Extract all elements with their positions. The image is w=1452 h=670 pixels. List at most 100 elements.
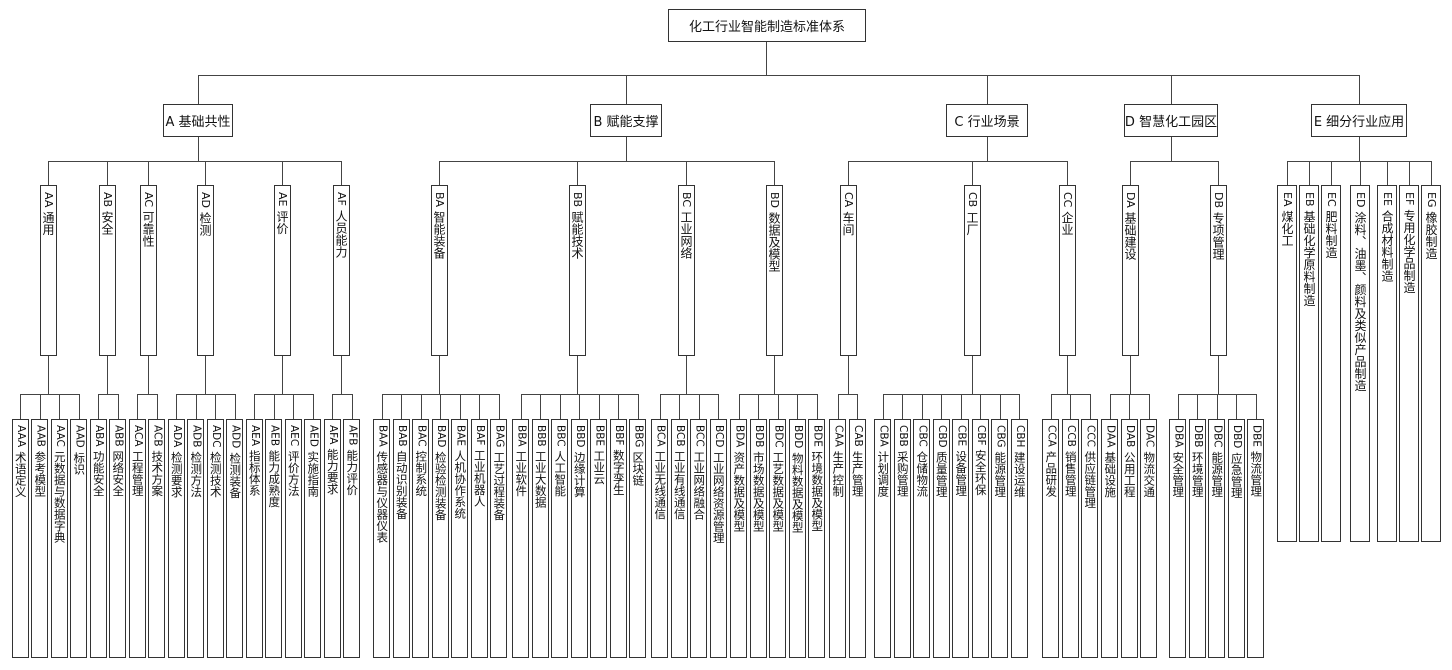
level2-stem	[1359, 137, 1360, 161]
leaf-node-adc: ADC检测技术	[206, 419, 224, 658]
leaf-node-add-code: ADD	[229, 425, 242, 449]
leaf-node-bcd-title: 工业网络资源管理	[711, 451, 726, 544]
leaf-connector	[479, 394, 480, 419]
subcategory-node-ea: EA煤化工	[1277, 185, 1297, 542]
leaf-node-adc-title: 检测技术	[208, 451, 223, 498]
leaf-node-bad-title: 检验检测装备	[433, 451, 448, 521]
leaf-node-cbh: CBH建设运维	[1010, 419, 1028, 658]
leaf-node-aaa-code: AAA	[14, 425, 27, 448]
leaf-node-afb: AFB能力评价	[343, 419, 360, 658]
leaf-node-abb-title: 网络安全	[111, 450, 126, 497]
leaf-node-adb-text: ADB检测方法	[189, 420, 203, 657]
category-node-b-label: B 赋能支撑	[593, 115, 659, 130]
level2-connector	[1218, 161, 1219, 185]
leaf-connector	[254, 394, 255, 419]
leaf-node-dbb-code: DBB	[1191, 425, 1204, 448]
leaf-node-bbb-text: BBB工业大数据	[534, 420, 548, 657]
leaf-node-afb-code: AFB	[346, 425, 359, 446]
leaf-node-baa-code: BAA	[376, 425, 389, 447]
leaf-node-cbf-code: CBF	[974, 425, 987, 446]
leaf-node-dab: DAB公用工程	[1120, 419, 1138, 658]
level1-connector	[1359, 75, 1360, 104]
root-node: 化工行业智能制造标准体系	[668, 9, 866, 42]
leaf-stem	[48, 356, 49, 394]
leaf-node-bda-title: 资产数据及模型	[732, 451, 747, 532]
leaf-connector	[195, 394, 197, 419]
leaf-node-dbb: DBB环境管理	[1188, 419, 1206, 658]
leaf-node-bdd-title: 物料数据及模型	[790, 452, 805, 533]
subcategory-node-ee-text: EE合成材料制造	[1380, 186, 1394, 541]
leaf-stem	[577, 356, 578, 394]
leaf-node-dbd-text: DBD应急管理	[1230, 420, 1244, 657]
level2-connector	[1287, 161, 1288, 185]
leaf-connector	[520, 394, 522, 419]
level2-stem	[987, 137, 988, 161]
leaf-node-bag-title: 工艺过程装备	[492, 451, 507, 521]
subcategory-node-da-title: 基础建设	[1123, 211, 1137, 260]
leaf-stem	[107, 356, 108, 394]
subcategory-node-eg-code: EG	[1425, 192, 1438, 208]
subcategory-node-ef-title: 专用化学品制造	[1402, 209, 1416, 294]
level2-connector	[439, 161, 440, 185]
leaf-node-adb: ADB检测方法	[187, 419, 204, 658]
leaf-connector	[882, 394, 884, 419]
subcategory-node-aa: AA通用	[39, 185, 57, 356]
subcategory-node-da-code: DA	[1124, 192, 1137, 208]
leaf-node-aaa-title: 术语定义	[13, 451, 28, 498]
leaf-node-abb: ABB网络安全	[109, 419, 126, 658]
leaf-node-bdd-text: BDD物料数据及模型	[790, 420, 805, 657]
leaf-node-dba-title: 安全管理	[1171, 451, 1186, 498]
leaf-connector	[1236, 394, 1237, 419]
leaf-node-dbd-code: DBD	[1230, 425, 1243, 449]
leaf-node-aab-code: AAB	[34, 425, 47, 447]
subcategory-node-ba-text: BA智能装备	[432, 186, 446, 355]
leaf-node-baa-title: 传感器与仪器仪表	[375, 450, 390, 543]
leaf-connector	[579, 394, 580, 419]
leaf-node-afa-code: AFA	[326, 425, 339, 445]
leaf-node-aea-text: AEA指标体系	[248, 420, 262, 657]
leaf-node-bag: BAG工艺过程装备	[490, 419, 507, 658]
subcategory-node-ba-code: BA	[433, 192, 446, 208]
leaf-node-bdb-code: BDB	[752, 425, 765, 448]
subcategory-node-ad-code: AD	[199, 192, 212, 208]
category-node-e-label: E 细分行业应用	[1313, 115, 1405, 130]
leaf-stem	[774, 356, 775, 394]
leaf-node-aad-code: AAD	[73, 425, 86, 448]
subcategory-node-ae-code: AE	[276, 192, 289, 207]
leaf-node-dbe-code: DBE	[1250, 425, 1263, 447]
leaf-connector	[1148, 394, 1150, 419]
leaf-node-cab-text: CAB生产管理	[851, 420, 865, 657]
subcategory-node-ba: BA智能装备	[430, 185, 448, 356]
leaf-node-abb-text: ABB网络安全	[111, 420, 126, 657]
leaf-node-daa: DAA基础设施	[1101, 419, 1118, 658]
level1-connector	[1171, 75, 1172, 104]
subcategory-node-bd-code: BD	[768, 192, 781, 209]
leaf-connector	[999, 394, 1001, 419]
subcategory-node-cb: CB工厂	[963, 185, 981, 356]
leaf-node-aaa: AAA 术语定义	[11, 419, 29, 658]
level2-connector	[774, 161, 775, 185]
leaf-stem	[148, 356, 149, 394]
leaf-node-bca-code: BCA	[654, 425, 667, 447]
leaf-node-ada-title: 检测要求	[169, 451, 184, 498]
leaf-stem	[205, 356, 206, 394]
leaf-node-dbc: DBC能源管理	[1208, 419, 1225, 658]
leaf-connector	[1255, 394, 1257, 419]
subcategory-node-af: AF人员能力	[332, 185, 350, 356]
leaf-node-bde: BDE环境数据及模型	[808, 419, 825, 658]
leaf-node-bde-code: BDE	[811, 425, 824, 447]
subcategory-node-ed-title: 涂料、油墨、颜料及类似产品制造	[1353, 211, 1367, 392]
leaf-node-aab: AAB参考模型	[31, 419, 48, 658]
leaf-node-dbe-title: 物流管理	[1249, 450, 1264, 497]
leaf-stem	[282, 356, 283, 394]
subcategory-node-ef-text: EF专用化学品制造	[1402, 186, 1416, 541]
leaf-node-baa-text: BAA 传感器与仪器仪表	[375, 420, 390, 657]
subcategory-node-ee-title: 合成材料制造	[1380, 209, 1394, 282]
level2-connector	[48, 161, 49, 185]
subcategory-node-db: DB专项管理	[1209, 185, 1227, 356]
leaf-connector	[1109, 394, 1111, 419]
subcategory-node-eb-text: EB基础化学原料制造	[1302, 186, 1316, 541]
subcategory-node-cc-code: CC	[1061, 192, 1074, 208]
leaf-node-bbe-code: BBE	[593, 425, 606, 447]
